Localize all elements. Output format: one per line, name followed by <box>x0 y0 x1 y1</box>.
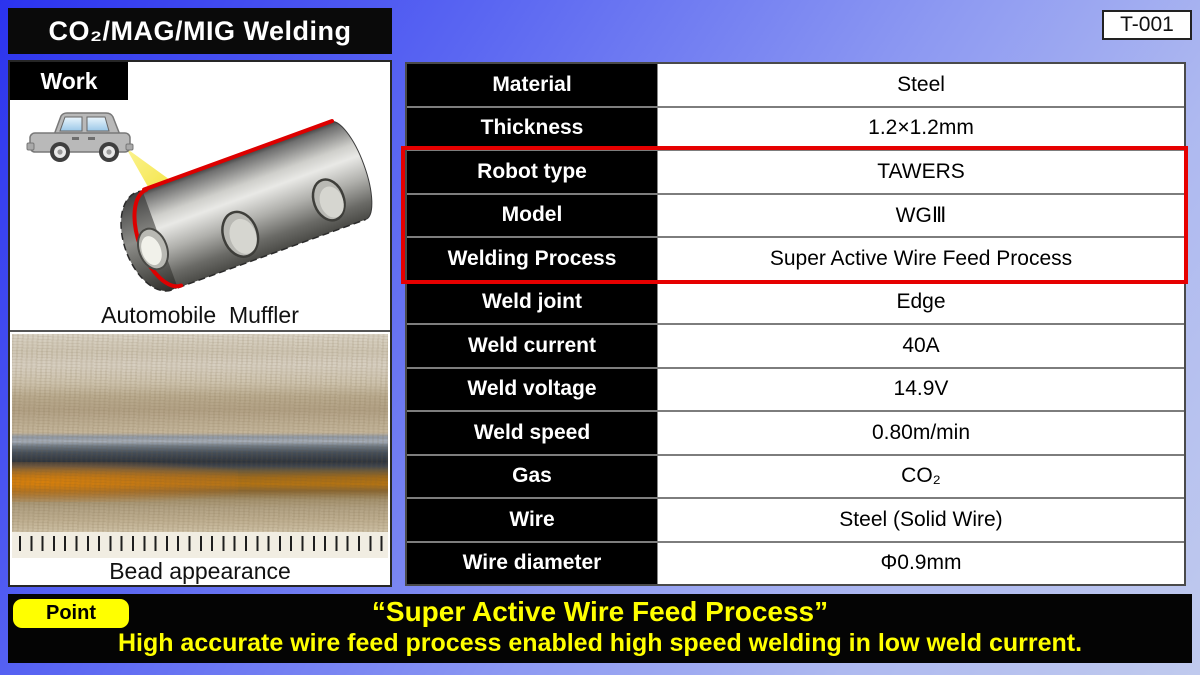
ruler-ticks <box>19 536 386 551</box>
car-icon <box>26 112 134 162</box>
work-panel: Work <box>8 60 392 587</box>
spec-label: Wire <box>407 499 657 541</box>
spec-label: Gas <box>407 455 657 497</box>
spec-label: Weld joint <box>407 281 657 323</box>
spec-value: 40A <box>657 325 1184 367</box>
spec-value: 14.9V <box>657 368 1184 410</box>
spec-value: 0.80m/min <box>657 412 1184 454</box>
point-bar: Point “Super Active Wire Feed Process” H… <box>8 594 1192 663</box>
spec-label: Weld speed <box>407 412 657 454</box>
bead-photo <box>12 334 388 558</box>
spec-value: Steel (Solid Wire) <box>657 499 1184 541</box>
ruler-scale <box>12 532 388 558</box>
spec-label: Robot type <box>407 151 657 193</box>
spec-value: Super Active Wire Feed Process <box>657 238 1184 280</box>
spec-value: Steel <box>657 64 1184 106</box>
point-tag: Point <box>13 599 129 628</box>
work-tab-label: Work <box>10 62 128 100</box>
metal-grain <box>12 334 388 558</box>
muffler-caption: Automobile Muffler <box>101 302 299 328</box>
spec-label: Welding Process <box>407 238 657 280</box>
spec-label: Material <box>407 64 657 106</box>
spec-value: CO₂ <box>657 455 1184 497</box>
page-title: CO₂/MAG/MIG Welding <box>8 8 392 54</box>
spec-value: 1.2×1.2mm <box>657 107 1184 149</box>
spec-label: Wire diameter <box>407 542 657 584</box>
doc-id-badge: T-001 <box>1102 10 1192 40</box>
spec-value: Edge <box>657 281 1184 323</box>
spec-value: TAWERS <box>657 151 1184 193</box>
spec-label: Thickness <box>407 107 657 149</box>
point-headline: “Super Active Wire Feed Process” <box>371 596 829 627</box>
spec-value: WGⅢ <box>657 194 1184 236</box>
rust-stain <box>12 461 238 502</box>
point-description: High accurate wire feed process enabled … <box>117 629 1083 657</box>
spec-value: Φ0.9mm <box>657 542 1184 584</box>
spec-label: Weld current <box>407 325 657 367</box>
bead-caption: Bead appearance <box>109 558 291 584</box>
divider <box>10 330 390 332</box>
spec-label: Weld voltage <box>407 368 657 410</box>
muffler-shape <box>120 119 373 292</box>
muffler-illustration <box>26 112 373 292</box>
spec-label: Model <box>407 194 657 236</box>
